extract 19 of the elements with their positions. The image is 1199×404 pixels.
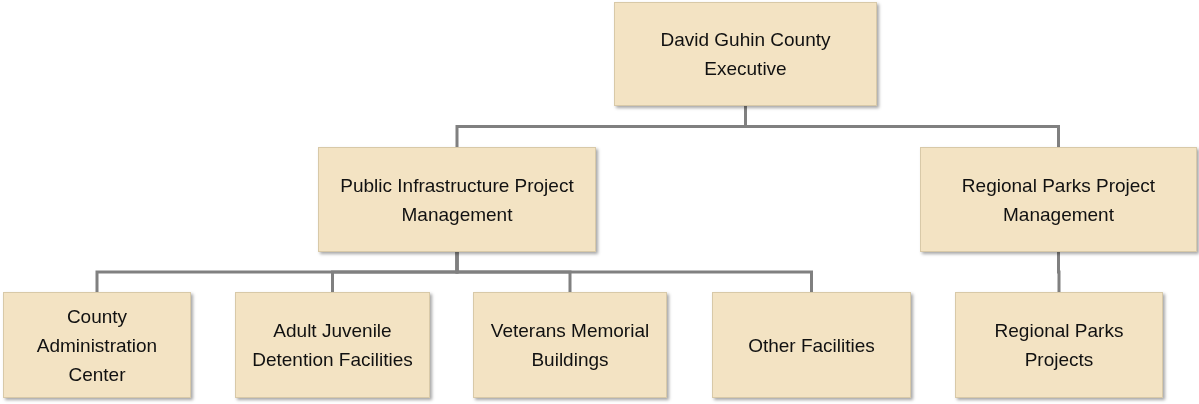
box-label: Public Infrastructure Project Management xyxy=(339,173,575,227)
box-label: Regional Parks Project Management xyxy=(960,173,1157,227)
box-label: Adult Juvenile Detention Facilities xyxy=(251,319,414,372)
org-box xyxy=(318,147,596,252)
org-box xyxy=(473,292,667,398)
org-box xyxy=(614,2,877,106)
connector-line xyxy=(744,106,1060,147)
org-box xyxy=(235,292,430,398)
box-label: Other Facilities xyxy=(748,333,875,358)
box-label: County Administration Center xyxy=(35,304,159,387)
connector-line xyxy=(455,252,813,292)
box-label: David Guhin County Executive xyxy=(659,28,832,81)
box-label: Regional Parks Projects xyxy=(993,319,1125,372)
box-label: Veterans Memorial Buildings xyxy=(489,319,651,372)
org-box xyxy=(920,147,1197,252)
org-box xyxy=(3,292,191,398)
connector-line xyxy=(1057,252,1061,292)
org-box xyxy=(712,292,911,398)
org-box xyxy=(955,292,1163,398)
